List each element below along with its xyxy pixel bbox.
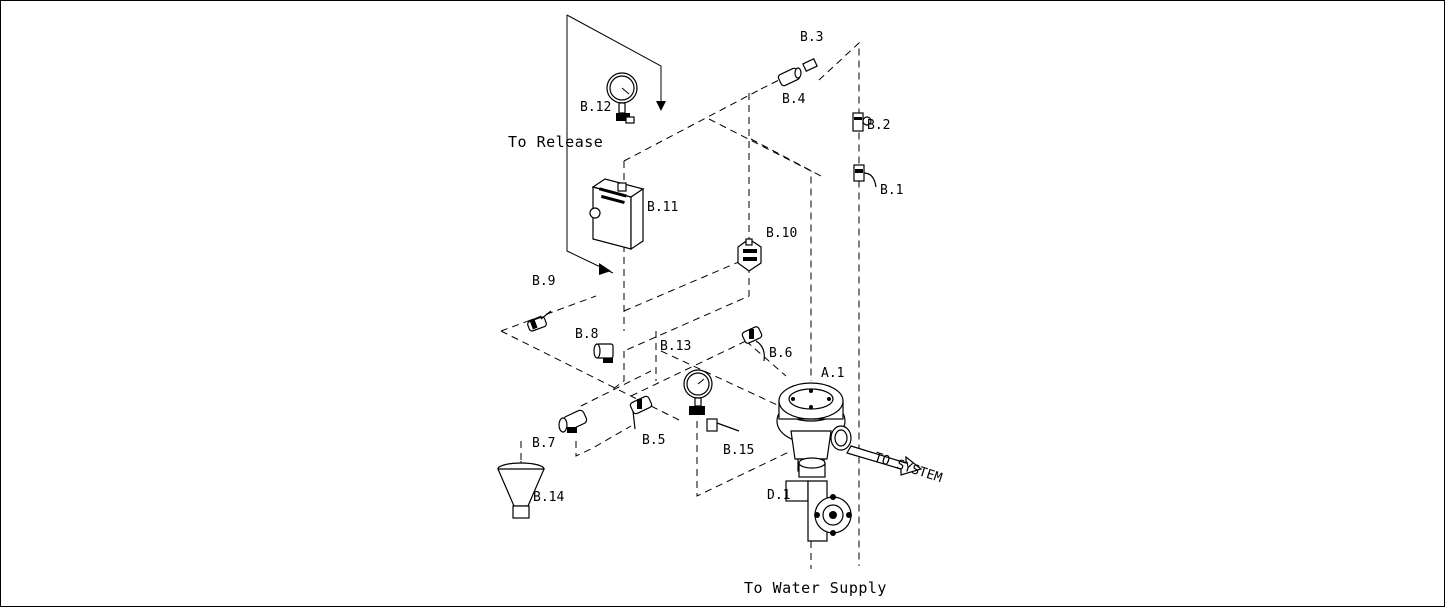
b8-fitting xyxy=(593,343,614,363)
label-to-water-supply: To Water Supply xyxy=(744,579,887,597)
b4-fitting xyxy=(777,67,802,87)
label-b12: B.12 xyxy=(580,100,611,115)
label-b3: B.3 xyxy=(800,30,823,45)
b1-valve xyxy=(853,164,877,188)
label-b4: B.4 xyxy=(782,92,806,107)
label-a1: A.1 xyxy=(821,366,844,381)
label-b2: B.2 xyxy=(867,118,890,133)
b6-valve xyxy=(741,326,765,362)
label-b14: B.14 xyxy=(533,490,564,505)
to-system-arrow: TO SYSTEM xyxy=(846,445,944,486)
label-b11: B.11 xyxy=(647,200,678,215)
b11-release-box xyxy=(589,178,645,251)
d1-gate-valve xyxy=(785,457,852,542)
b5-valve xyxy=(629,395,653,430)
label-to-release: To Release xyxy=(508,133,603,151)
label-b1: B.1 xyxy=(880,183,903,198)
label-b9: B.9 xyxy=(532,274,555,289)
label-b6: B.6 xyxy=(769,346,792,361)
label-b13: B.13 xyxy=(660,339,691,354)
label-b8: B.8 xyxy=(575,327,598,342)
b7-fitting xyxy=(558,409,588,433)
label-b15: B.15 xyxy=(723,443,754,458)
release-loop xyxy=(566,14,666,275)
b10-strainer xyxy=(737,238,762,272)
label-b7: B.7 xyxy=(532,436,555,451)
label-b10: B.10 xyxy=(766,226,797,241)
b15-gauge xyxy=(683,369,740,432)
label-d1: D.1 xyxy=(767,488,790,503)
piping-lines xyxy=(500,41,860,569)
b2-fitting xyxy=(852,112,872,132)
b3-fitting xyxy=(802,58,818,72)
b12-gauge xyxy=(606,72,638,124)
to-system-label: TO SYSTEM xyxy=(872,450,944,486)
label-b5: B.5 xyxy=(642,433,665,448)
b14-funnel xyxy=(497,462,545,519)
b9-valve xyxy=(527,310,552,332)
